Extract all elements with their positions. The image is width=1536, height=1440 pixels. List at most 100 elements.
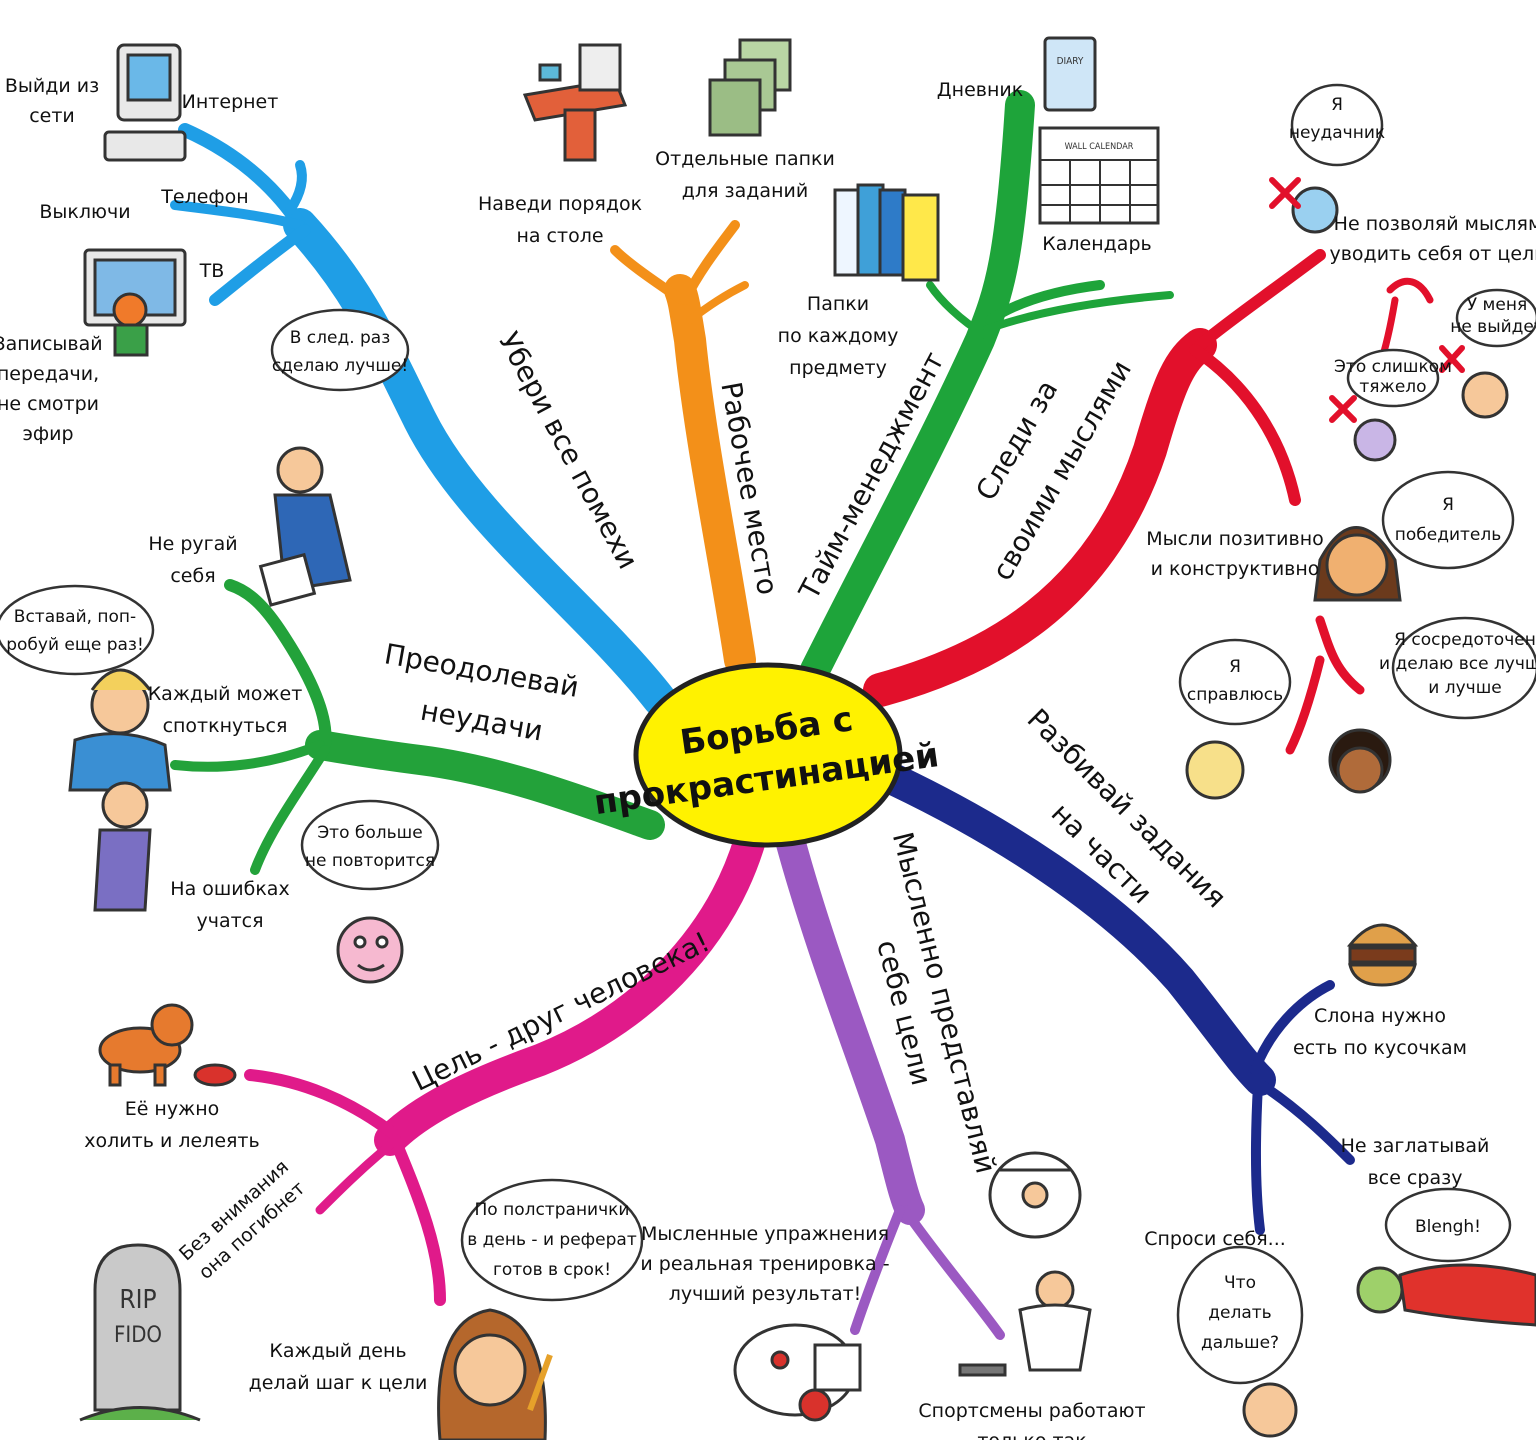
label-cherish-line1: Её нужно xyxy=(125,1098,220,1120)
bubble-focused xyxy=(1391,616,1536,720)
bubble-try-again-text-line1: Вставай, поп- xyxy=(14,607,136,627)
bubble-not-work-text-line1: У меня xyxy=(1467,295,1527,315)
bubble-what-next-text-line3: дальше? xyxy=(1201,1333,1279,1353)
label-mistakes-line2: учатся xyxy=(196,910,263,932)
branch-title-green-left-2: неудачи xyxy=(418,694,545,748)
label-record-line3: не смотри xyxy=(0,393,99,415)
center-node: Борьба с прокрастинацией xyxy=(592,662,941,848)
girl-pencil-icon xyxy=(437,1308,553,1440)
bubble-never-again-text-line1: Это больше xyxy=(317,823,422,843)
bubble-focused-text-line1: Я сосредоточен xyxy=(1394,630,1536,650)
label-folders-subject-line3: предмету xyxy=(789,357,887,379)
bubble-what-next-text-line2: делать xyxy=(1208,1303,1271,1323)
cross-mark-icon xyxy=(1269,177,1465,423)
diary-cover-label: DIARY xyxy=(1057,56,1084,67)
label-record-line1: Записывай xyxy=(0,333,103,355)
calendar-icon: WALL CALENDAR xyxy=(1038,126,1160,225)
branch-green-left xyxy=(170,579,665,875)
label-positive-line1: Мысли позитивно xyxy=(1146,528,1324,550)
label-swallow-line2: все сразу xyxy=(1368,1167,1463,1189)
label-no-scold-line1: Не ругай xyxy=(148,533,237,555)
sick-person-icon xyxy=(1356,1263,1536,1327)
gravestone-text-2: FIDO xyxy=(114,1323,162,1348)
desk-icon xyxy=(522,43,628,162)
branch-purple xyxy=(775,825,1005,1340)
face-sad-icon xyxy=(1291,186,1339,234)
burger-icon xyxy=(1346,923,1419,987)
label-calendar: Календарь xyxy=(1042,233,1151,255)
label-folders-tasks-line1: Отдельные папки xyxy=(655,148,835,170)
label-record-line4: эфир xyxy=(22,423,73,445)
bubble-half-page-text-line3: готов в срок! xyxy=(493,1260,611,1280)
label-off: Выключи xyxy=(39,201,130,223)
label-every-day-line2: делай шаг к цели xyxy=(249,1372,428,1394)
bubble-loser-text-line2: неудачник xyxy=(1289,123,1385,143)
bubble-what-next-text-line1: Что xyxy=(1224,1273,1256,1293)
label-cherish-line2: холить и лелеять xyxy=(84,1130,259,1152)
diary-icon: DIARY xyxy=(1043,36,1097,112)
bubble-next-time-text-line1: В след. раз xyxy=(290,328,391,348)
label-desk-line2: на столе xyxy=(516,225,603,247)
face-purple-icon xyxy=(1353,418,1397,462)
binders-icon xyxy=(833,183,940,282)
label-folders-tasks-line2: для заданий xyxy=(682,180,808,202)
bubble-cope-text-line1: Я xyxy=(1229,657,1241,677)
bubble-half-page-text-line1: По полстранички xyxy=(475,1200,630,1220)
weightlifter-dream-icon xyxy=(988,1151,1082,1239)
label-desk-line1: Наведи порядок xyxy=(478,193,642,215)
label-tv: ТВ xyxy=(199,260,225,282)
bubble-too-hard-text-line1: Это слишком xyxy=(1334,357,1452,377)
label-diary: Дневник xyxy=(937,79,1023,101)
bubble-not-work-text-line2: не выйдет xyxy=(1450,317,1536,337)
girl-focused-icon xyxy=(1328,728,1392,794)
label-stumble-line2: споткнуться xyxy=(163,715,288,737)
computer-icon xyxy=(103,43,187,162)
gravestone-text-1: RIP xyxy=(119,1285,156,1315)
bubble-loser-text-line1: Я xyxy=(1331,95,1343,115)
branch-orange xyxy=(610,220,756,676)
label-exit-net-line1: Выйди из xyxy=(5,75,99,97)
gravestone-icon: RIP FIDO xyxy=(79,1243,201,1422)
mother-baby-icon xyxy=(68,668,172,912)
label-every-day-line1: Каждый день xyxy=(269,1340,406,1362)
label-folders-subject-line2: по каждому xyxy=(778,325,899,347)
branch-green-top xyxy=(800,90,1174,685)
label-mental-line1: Мысленные упражнения xyxy=(641,1223,889,1245)
label-mental-line3: лучший результат! xyxy=(669,1283,862,1305)
bubble-cope-text-line2: справлюсь xyxy=(1187,685,1283,705)
bubble-winner-text-line2: победитель xyxy=(1395,525,1502,545)
bubble-try-again xyxy=(0,584,155,676)
bubble-winner-text-line1: Я xyxy=(1442,495,1454,515)
label-athletes-line2: только так xyxy=(977,1430,1086,1440)
bubble-never-again-text-line2: не повторится xyxy=(305,851,435,871)
label-folders-subject-line1: Папки xyxy=(807,293,869,315)
label-elephant-line1: Слона нужно xyxy=(1314,1005,1446,1027)
dog-icon xyxy=(98,1003,237,1087)
bubble-too-hard-text-line2: тяжело xyxy=(1359,377,1426,397)
bubble-what-next xyxy=(1176,1245,1304,1385)
branch-title-magenta: Цель - друг человека! xyxy=(407,925,715,1098)
face-worried-icon xyxy=(1461,371,1509,419)
label-record-line2: передачи, xyxy=(0,363,99,385)
label-swallow-line1: Не заглатывай xyxy=(1341,1135,1490,1157)
bubble-winner xyxy=(1381,470,1515,570)
branch-navy xyxy=(879,764,1355,1235)
bubble-half-page xyxy=(460,1178,644,1302)
athlete-icon xyxy=(958,1270,1092,1377)
bubble-next-time xyxy=(270,308,410,392)
label-exit-net-line2: сети xyxy=(29,105,75,127)
label-phone: Телефон xyxy=(160,186,248,208)
bubble-half-page-text-line2: в день - и реферат xyxy=(467,1230,637,1250)
bubble-try-again-text-line2: робуй еще раз! xyxy=(6,635,144,655)
girl-positive-icon xyxy=(1313,526,1402,602)
label-mistakes-line1: На ошибках xyxy=(170,878,289,900)
branch-magenta xyxy=(244,824,766,1306)
label-internet: Интернет xyxy=(182,91,279,113)
bubble-never-again xyxy=(300,799,440,891)
bubble-focused-text-line3: и лучше xyxy=(1428,678,1501,698)
label-elephant-line2: есть по кусочкам xyxy=(1293,1037,1467,1059)
bubble-too-hard xyxy=(1346,348,1440,408)
bubble-cope xyxy=(1178,638,1292,726)
label-stumble-line1: Каждый может xyxy=(148,683,303,705)
